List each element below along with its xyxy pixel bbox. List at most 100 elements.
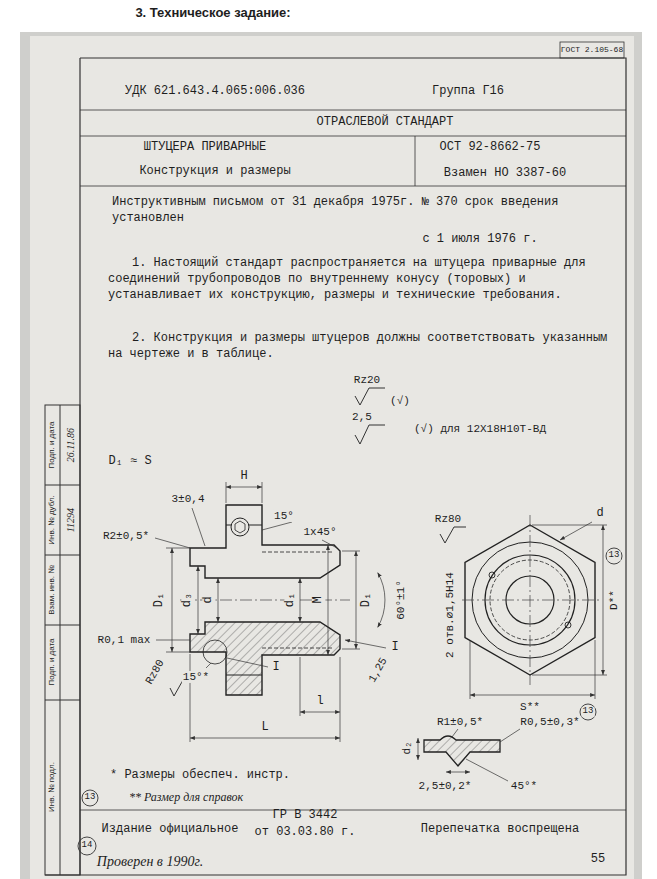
fitting-end-view (462, 515, 600, 685)
clause-text: 2. Конструкция и размеры штуцеров должны… (108, 330, 613, 362)
drawing-line (446, 772, 470, 773)
drawing-line (45, 625, 80, 626)
drawing-line (565, 622, 571, 628)
stamp-cell: Инв. № подл. (48, 762, 57, 812)
drawing-line (45, 485, 80, 486)
section-mark: I (390, 641, 399, 654)
dimension-label: R2±0,5* (102, 530, 150, 542)
drawing-line (606, 548, 622, 564)
footnote: * Размеры обеспеч. инстр. (110, 769, 290, 782)
handwritten-note: ** Размер для справок (129, 791, 243, 804)
drawing-line (560, 42, 624, 58)
clause-text: 1. Настоящий стандарт распространяется н… (108, 255, 613, 303)
drawing-line (466, 759, 508, 781)
drawing-line (226, 487, 262, 488)
drawing-line (378, 573, 385, 628)
standard-kind: ОТРАСЛЕВОЙ СТАНДАРТ (317, 116, 454, 129)
replaces-note: Взамен НО 3387-60 (444, 167, 566, 180)
drawing-line (262, 522, 292, 530)
dimension-label: 45°* (510, 780, 538, 792)
dimension-label: 2,5±0,2* (418, 780, 473, 792)
standard-subtitle: Конструкция и размеры (139, 165, 290, 178)
stamp-cell: Взам. инв. № (48, 565, 57, 615)
stamp-cell: Подп. и дата (48, 421, 57, 468)
drawing-line (190, 654, 191, 742)
scan-sheet (30, 36, 634, 879)
drawing-line (155, 538, 190, 548)
drawing-line (328, 545, 329, 655)
handwritten-note: 26.11.86 (65, 428, 76, 462)
drawing-line (322, 540, 337, 548)
dimension-label: 60°±1° (395, 579, 407, 621)
dimension-label: 15°* (182, 671, 210, 683)
drawing-line (190, 505, 340, 578)
dimension-label: L (260, 721, 269, 734)
dimension-label: D** (608, 589, 620, 611)
udc-code: УДК 621.643.4.065:006.036 (125, 85, 305, 98)
dimension-label: d (595, 507, 604, 520)
dimension-label: H (239, 470, 248, 483)
drawing-line (45, 555, 80, 556)
drawing-line (603, 525, 604, 675)
fitting-side-view (180, 505, 350, 695)
drawing-line (166, 548, 190, 549)
edition-note: Издание официальное (102, 823, 239, 836)
sheet-frame (45, 42, 626, 875)
dimension-label: l (315, 695, 324, 708)
dimension-label: d (202, 595, 215, 604)
dimension-label: 1,25 (366, 655, 391, 686)
drawing-line (231, 518, 249, 536)
drawing-line (415, 136, 416, 186)
stamp-column (45, 405, 80, 875)
formula-note: D₁ ≈ S (108, 455, 151, 468)
dimension-label: d₁ (284, 592, 297, 608)
registration-note: от 03.03.80 г. (255, 826, 356, 839)
drawing-line (226, 482, 227, 503)
section-mark: I (271, 661, 280, 674)
scan-edge (20, 32, 642, 879)
drawing-line (80, 186, 626, 187)
roughness-label: 2,5 (352, 411, 372, 423)
drawing-line (440, 527, 466, 543)
drawing-line (190, 738, 340, 739)
drawing-line (226, 675, 262, 676)
drawing-line (489, 572, 495, 578)
drawing-line (80, 110, 626, 111)
drawing-line (355, 425, 385, 444)
drawing-line (218, 578, 219, 622)
handwritten-note: Проверен в 1990г. (97, 854, 203, 869)
drawing-line (470, 640, 471, 699)
drawing-line (45, 405, 80, 875)
drawing-line (532, 675, 607, 676)
drawing-line (452, 729, 458, 737)
drawing-line (203, 640, 227, 664)
dimension-label: S** (519, 701, 541, 713)
dimension-label: R0,1 max (97, 634, 152, 646)
roughness-label: Rz20 (354, 374, 380, 386)
revision-number: 13 (582, 707, 595, 717)
revision-number: 14 (82, 841, 93, 851)
drawing-line (60, 405, 61, 875)
effective-date: с 1 июля 1976 г. (422, 233, 537, 246)
drawing-line (45, 58, 626, 875)
dimension-label: D₁ (153, 592, 166, 608)
revision-circle (78, 548, 622, 855)
standard-ref: ГОСТ 2.105-68 (561, 46, 623, 55)
drawing-line (342, 551, 360, 552)
dimension-label: D₁ (360, 592, 373, 608)
drawing-line (345, 640, 386, 648)
drawing-line (190, 622, 340, 695)
drawing-line (80, 136, 626, 137)
intro-note: Инструктивным письмом от 31 декабря 1975… (112, 194, 612, 226)
dimension-label: 3±0,4 (170, 493, 205, 505)
drawing-line (470, 695, 595, 696)
dimension-label: M (312, 595, 325, 604)
drawing-line (595, 640, 596, 699)
dimension-label: 1x45° (302, 526, 337, 538)
drawing-line (500, 729, 520, 742)
dimension-lines (470, 522, 607, 699)
drawing-line (342, 649, 360, 650)
